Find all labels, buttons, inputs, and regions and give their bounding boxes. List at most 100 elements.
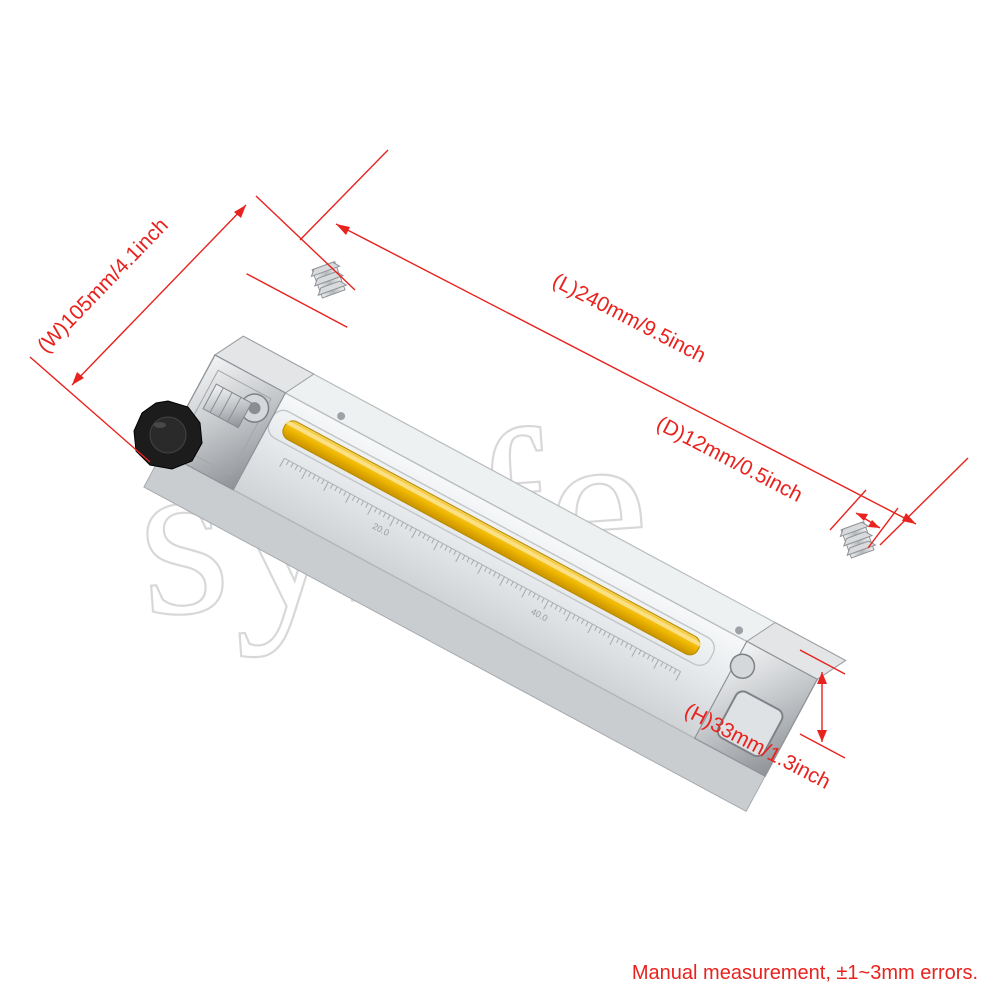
scale-tick (624, 642, 629, 648)
scale-tick (400, 521, 404, 527)
scale-tick (279, 457, 285, 468)
scale-tick (373, 507, 378, 513)
scale-tick (444, 545, 448, 551)
scale-tick (541, 597, 545, 603)
scale-tick (409, 526, 413, 532)
scale-tick (651, 657, 655, 662)
scale-tick (492, 571, 497, 577)
dimension-annotations (29, 149, 969, 759)
scale-tick (343, 491, 347, 497)
scale-tick (629, 645, 633, 651)
scale-tick (367, 505, 373, 515)
scale-tick (307, 472, 312, 478)
scale-tick (642, 652, 646, 658)
scale-tick (506, 578, 510, 584)
scale-tick (497, 574, 501, 580)
scale-tick (440, 543, 444, 549)
scale-tick (345, 493, 351, 503)
scale-tick (580, 619, 585, 625)
scale-tick (462, 555, 466, 561)
flowmeter-body: 20.0 40.0 (143, 335, 847, 813)
scale-tick (532, 593, 536, 598)
scale-tick (433, 540, 439, 551)
length-label: (L)240mm/9.5inch (549, 269, 710, 368)
scale-tick (631, 647, 637, 657)
scale-tick (431, 538, 435, 544)
scale-tick (536, 595, 541, 601)
scale-tick (646, 654, 651, 660)
scale-tick (360, 500, 365, 506)
scale-tick (294, 465, 299, 470)
scale-tick (519, 585, 523, 591)
scale-tick (299, 467, 303, 473)
scale-tick (338, 488, 343, 494)
scale-tick (587, 623, 593, 634)
scale-tick (404, 524, 409, 530)
scale-tick (607, 633, 611, 639)
scale-tick (660, 661, 664, 667)
scale-tick (422, 533, 426, 539)
scale-tick (653, 659, 659, 669)
scale-tick (602, 631, 607, 636)
float-tube (282, 420, 701, 656)
scale-tick (514, 583, 519, 589)
scale-tick (598, 628, 602, 634)
scale-tick (620, 640, 624, 646)
scale-tick (576, 616, 580, 622)
scale-tick (382, 512, 387, 518)
scale-tick (484, 567, 488, 572)
scale-tick (378, 510, 382, 516)
scale-tick (558, 607, 563, 613)
scale-tick (543, 600, 549, 610)
scale-tick (488, 569, 492, 575)
scale-tick (316, 476, 321, 482)
scale-tick (499, 576, 505, 586)
scale-tick (585, 621, 589, 627)
scale-tick (521, 588, 527, 598)
scale-tick (510, 581, 514, 587)
scale-tick (466, 557, 470, 563)
scale-tick (475, 562, 479, 568)
scale-tick (609, 635, 615, 646)
scale-tick (387, 514, 391, 520)
scale-tick (470, 559, 475, 565)
scale-tick (563, 609, 567, 615)
diameter-label: (D)12mm/0.5inch (653, 412, 806, 507)
valve-knob-icon (133, 383, 253, 470)
scale-tick (594, 626, 598, 632)
hose-barb-fitting-icon (310, 260, 877, 559)
scale-tick (396, 519, 400, 525)
scale-tick (351, 495, 356, 501)
scale-tick (664, 664, 668, 670)
scale-tick (323, 481, 329, 491)
scale-tick (528, 590, 532, 596)
scale-tick (565, 612, 571, 622)
scale-tick (572, 614, 576, 620)
scale-tick (285, 460, 290, 466)
scale-tick (426, 536, 431, 542)
scale-tick (301, 469, 307, 480)
scale-tick (675, 671, 682, 681)
scale-tick (477, 564, 483, 574)
scale-tick (290, 462, 294, 468)
scale-tick (389, 517, 395, 527)
scale-tick (334, 486, 338, 492)
right-end-block (693, 621, 847, 777)
scale-tick (448, 548, 453, 553)
scale-tick (455, 552, 461, 563)
scale-tick (329, 484, 334, 489)
measurement-note: Manual measurement, ±1~3mm errors. (631, 962, 978, 984)
scale-tick (550, 602, 554, 608)
scale-tick (668, 666, 673, 672)
scale-tick (356, 498, 360, 504)
scale-tick (616, 638, 620, 644)
width-label: (W)105mm/4.1inch (33, 214, 173, 358)
scale-tick (365, 503, 369, 508)
scale-tick (321, 479, 325, 485)
scale-tick (453, 550, 457, 556)
scale-tick (638, 649, 642, 655)
scale-tick (418, 531, 422, 537)
scale-tick (673, 668, 677, 674)
